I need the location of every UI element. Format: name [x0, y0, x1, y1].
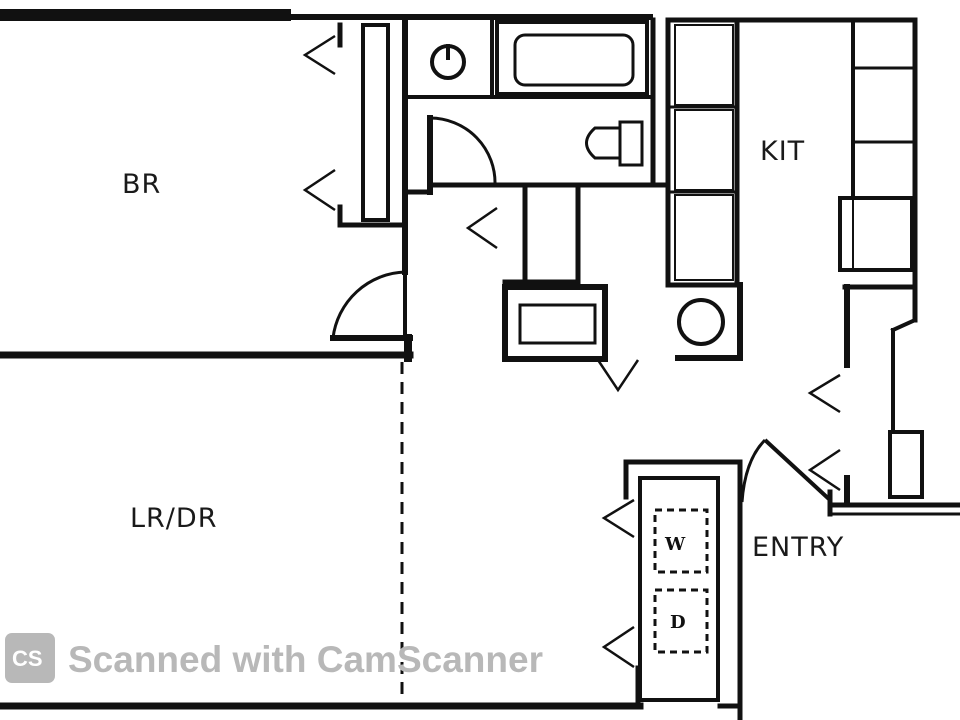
washer-box	[653, 508, 709, 574]
entry-door-leaf	[763, 438, 832, 502]
toilet-tank	[618, 120, 644, 167]
br-door-swing	[331, 270, 406, 339]
entry-door-swing	[740, 438, 767, 503]
doors	[331, 116, 832, 700]
kit-cabinet-3	[674, 194, 734, 281]
bath-door-swing	[429, 116, 497, 186]
entry-closet	[888, 430, 924, 499]
toilet-bowl-icon	[585, 126, 620, 160]
camscanner-logo-text: CS	[12, 646, 43, 671]
room-label-living-dining: LR/DR	[130, 503, 217, 534]
room-label-kitchen: KIT	[760, 136, 805, 167]
watermark: CS Scanned with CamScanner	[5, 633, 543, 683]
kit-cabinet-2	[674, 109, 734, 191]
closet-chevrons	[302, 34, 841, 669]
dryer-label: D	[670, 612, 686, 633]
kit-fridge	[838, 196, 914, 272]
chevron-icon	[807, 373, 841, 414]
bathtub-basin	[513, 33, 635, 87]
laundry	[638, 476, 720, 702]
chevron-icon	[465, 206, 498, 250]
fixtures	[430, 20, 734, 346]
hall-cabinet	[502, 284, 608, 362]
bathtub-icon	[495, 20, 649, 96]
walls	[0, 9, 960, 720]
chevron-icon	[302, 168, 336, 212]
wall-right-jog	[890, 317, 918, 333]
washer-label: W	[664, 534, 686, 555]
room-label-entry: ENTRY	[752, 532, 844, 563]
chevron-icon	[601, 498, 635, 539]
watermark-text: Scanned with CamScanner	[68, 639, 543, 680]
chevron-icon	[302, 34, 336, 76]
chevron-icon	[601, 625, 635, 669]
kit-cabinet-1	[674, 24, 734, 106]
laundry-closet	[638, 476, 720, 702]
chevron-icon	[807, 448, 841, 492]
water-heater-icon	[677, 298, 725, 346]
hall-cabinet-inner	[518, 303, 597, 345]
camscanner-logo-icon	[5, 633, 55, 683]
dryer-box	[653, 588, 709, 654]
closet-shelf	[361, 23, 390, 222]
room-label-bedroom: BR	[122, 169, 161, 200]
chevron-icon	[596, 359, 640, 393]
